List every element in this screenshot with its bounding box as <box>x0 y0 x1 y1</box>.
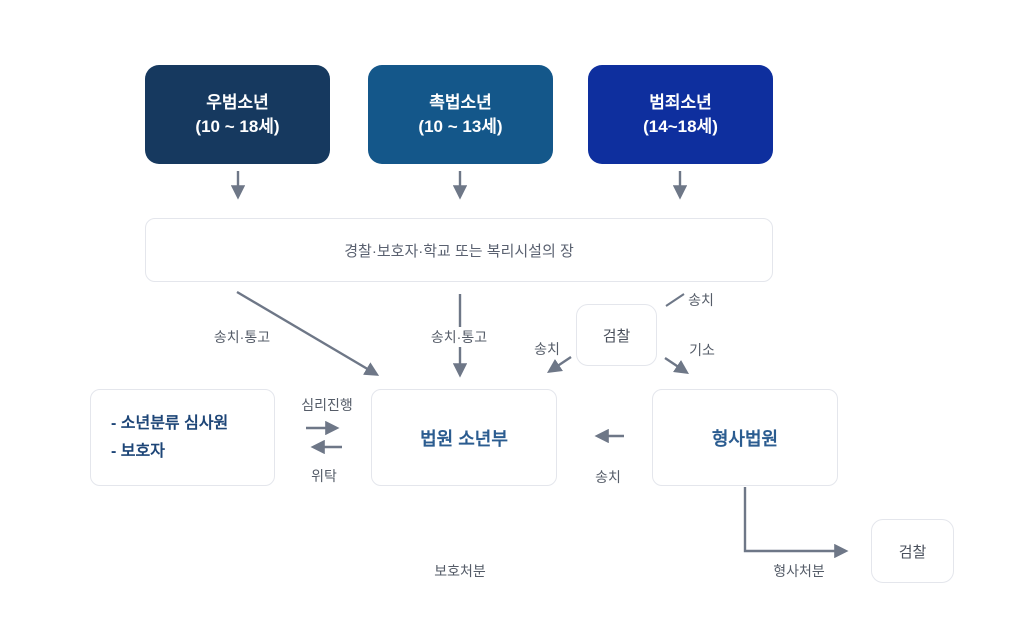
prosecutor-box-label: 검찰 <box>602 327 631 345</box>
intake-box-label: 경찰·보호자·학교 또는 복리시설의 장 <box>344 242 574 260</box>
box-ubeom-sonyeon: 우범소년 (10 ~ 18세) <box>145 65 330 164</box>
label-hyeongsa-cheobun: 형사처분 <box>773 563 825 579</box>
juvenile-court-label: 법원 소년부 <box>420 428 508 449</box>
box-prosecutor: 검찰 <box>576 304 657 366</box>
box-beomjoe-sonyeon: 범죄소년 (14~18세) <box>588 65 773 164</box>
label-songchi-tonggo-left: 송치·통고 <box>213 329 271 345</box>
line-intake-to-prosecutor <box>665 293 685 307</box>
label-boho-cheobun: 보호처분 <box>434 563 486 579</box>
label-witak: 위탁 <box>311 468 337 484</box>
arrow-prosecutor-to-criminal-court <box>664 357 689 374</box>
label-giso: 기소 <box>689 342 715 358</box>
box-title: 우범소년 <box>206 92 269 112</box>
box-juvenile-court: 법원 소년부 <box>371 389 557 486</box>
box-criminal-court: 형사법원 <box>652 389 838 486</box>
box-juvenile-classification: - 소년분류 심사원 - 보호자 <box>90 389 275 486</box>
label-songchi-tonggo-mid: 송치·통고 <box>425 327 493 347</box>
label-songchi-from-criminal-court: 송치 <box>595 469 621 485</box>
family-box-line-1: - 소년분류 심사원 <box>111 415 229 433</box>
box-subtitle: (10 ~ 18세) <box>195 116 280 136</box>
label-songchi-top-right: 송치 <box>688 292 714 308</box>
family-box-line-2: - 보호자 <box>111 442 165 460</box>
arrow-criminal-court-to-prosecutor-bottom <box>743 487 849 559</box>
box-chokbeop-sonyeon: 촉법소년 (10 ~ 13세) <box>368 65 553 164</box>
criminal-court-label: 형사법원 <box>711 428 779 449</box>
box-subtitle: (10 ~ 13세) <box>418 116 503 136</box>
box-title: 촉법소년 <box>429 92 492 112</box>
arrow-prosecutor-to-juvenile-court <box>547 356 572 373</box>
label-songchi-to-juvenile-court: 송치 <box>534 341 560 357</box>
label-simri-jinhaeng: 심리진행 <box>301 397 353 413</box>
box-police-guardian-school: 경찰·보호자·학교 또는 복리시설의 장 <box>145 218 773 282</box>
box-prosecutor-bottom: 검찰 <box>871 519 954 583</box>
box-title: 범죄소년 <box>649 92 712 112</box>
box-subtitle: (14~18세) <box>643 116 718 136</box>
prosecutor-bottom-label: 검찰 <box>898 543 927 561</box>
